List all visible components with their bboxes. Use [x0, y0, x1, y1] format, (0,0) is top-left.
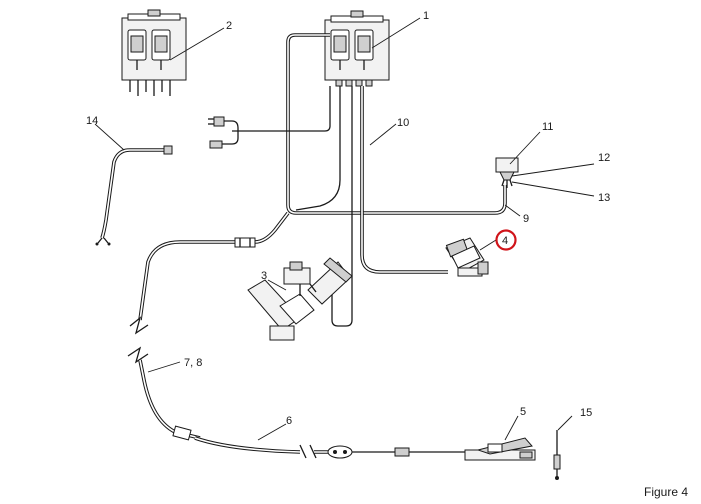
highlight-ring-4 — [495, 229, 517, 251]
callout-13: 13 — [598, 192, 610, 204]
foot-pedal-5 — [464, 437, 536, 461]
power-plug — [208, 86, 331, 149]
junction-box-11 — [495, 157, 519, 188]
callout-12: 12 — [598, 152, 610, 164]
callout-9: 9 — [523, 213, 529, 225]
callout-6: 6 — [286, 415, 292, 427]
callout-10: 10 — [397, 117, 409, 129]
callout-7-8: 7, 8 — [184, 357, 202, 369]
callout-5: 5 — [520, 406, 526, 418]
control-unit-2 — [121, 9, 187, 96]
callout-1: 1 — [423, 10, 429, 22]
callout-15: 15 — [580, 407, 592, 419]
control-unit-1 — [324, 10, 390, 87]
valve-assembly-3 — [247, 257, 353, 341]
leader-lines — [94, 17, 595, 441]
probe-15 — [553, 430, 561, 480]
callout-4: 4 — [502, 235, 508, 247]
callouts: 1 2 14 10 11 12 13 9 4 3 7, 8 6 5 15 — [86, 10, 610, 427]
actuator-4 — [445, 237, 489, 277]
callout-3: 3 — [261, 270, 267, 282]
callout-2: 2 — [226, 20, 232, 32]
figure-label: Figure 4 — [644, 485, 688, 499]
sensor-cable-14 — [95, 145, 173, 246]
callout-11: 11 — [542, 121, 553, 133]
callout-14: 14 — [86, 115, 98, 127]
